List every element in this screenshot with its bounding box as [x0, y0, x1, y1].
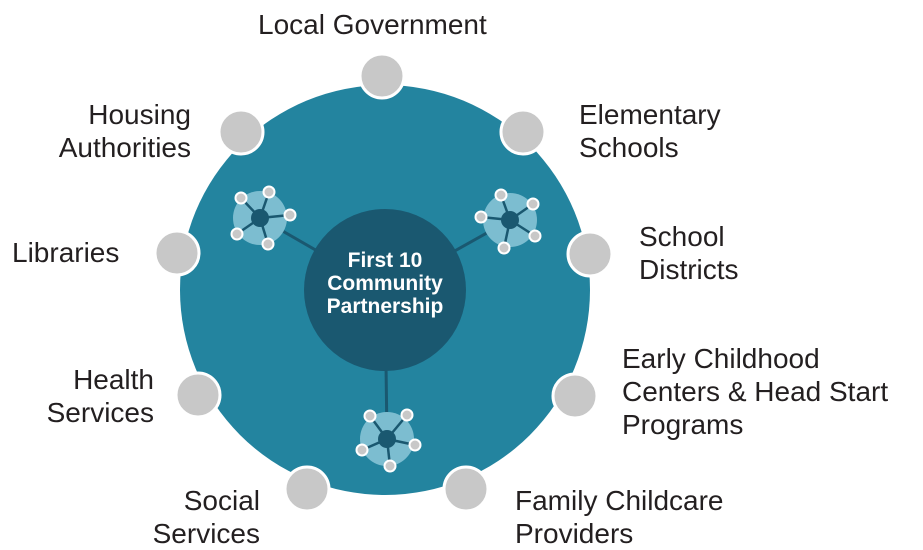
cluster-satellite-node	[497, 241, 511, 255]
partner-node-icon-libraries	[153, 229, 201, 277]
cluster-satellite-node	[283, 208, 297, 222]
cluster-satellite-node	[261, 237, 275, 251]
cluster-satellite-node	[528, 229, 542, 243]
cluster-satellite-node	[262, 185, 276, 199]
cluster-satellite-node	[383, 459, 397, 473]
network-clusters	[230, 185, 542, 473]
cluster-satellite-node	[474, 210, 488, 224]
partner-label-health-services: Health Services	[46, 364, 154, 428]
partner-label-family-childcare-providers: Family Childcare Providers	[515, 485, 724, 549]
network-cluster-icon	[474, 188, 542, 255]
network-cluster-icon	[355, 408, 422, 473]
cluster-satellite-node	[355, 443, 369, 457]
cluster-satellite-node	[526, 197, 540, 211]
partner-node-icon-family-childcare-providers	[442, 465, 490, 513]
center-partnership-circle	[304, 209, 466, 371]
partner-label-housing-authorities: Housing Authorities	[58, 99, 191, 163]
partner-label-social-services: Social Services	[152, 485, 260, 549]
partner-node-icon-elementary-schools	[499, 108, 547, 156]
partner-node-icon-local-government	[358, 52, 406, 100]
partner-label-elementary-schools: Elementary Schools	[579, 99, 721, 163]
cluster-hub-node	[251, 209, 269, 227]
partner-node-icon-social-services	[283, 465, 331, 513]
cluster-satellite-node	[408, 438, 422, 452]
cluster-satellite-node	[494, 188, 508, 202]
cluster-hub-node	[378, 430, 396, 448]
partner-label-libraries: Libraries	[12, 237, 120, 268]
cluster-satellite-node	[363, 409, 377, 423]
center-label: First 10 Community Partnership	[326, 249, 444, 318]
partner-node-icon-housing-authorities	[217, 108, 265, 156]
network-cluster-icon	[230, 185, 297, 251]
cluster-satellite-node	[230, 227, 244, 241]
partner-label-local-government: Local Government	[258, 9, 487, 40]
cluster-satellite-node	[400, 408, 414, 422]
partner-label-school-districts: School Districts	[639, 221, 739, 285]
partner-label-early-childhood-centers: Early Childhood Centers & Head Start Pro…	[622, 343, 889, 440]
partner-node-icon-school-districts	[566, 230, 614, 278]
partner-node-icon-early-childhood-centers	[551, 372, 599, 420]
cluster-satellite-node	[234, 191, 248, 205]
partner-node-icon-health-services	[174, 371, 222, 419]
partner-nodes	[153, 52, 614, 513]
cluster-hub-node	[501, 211, 519, 229]
